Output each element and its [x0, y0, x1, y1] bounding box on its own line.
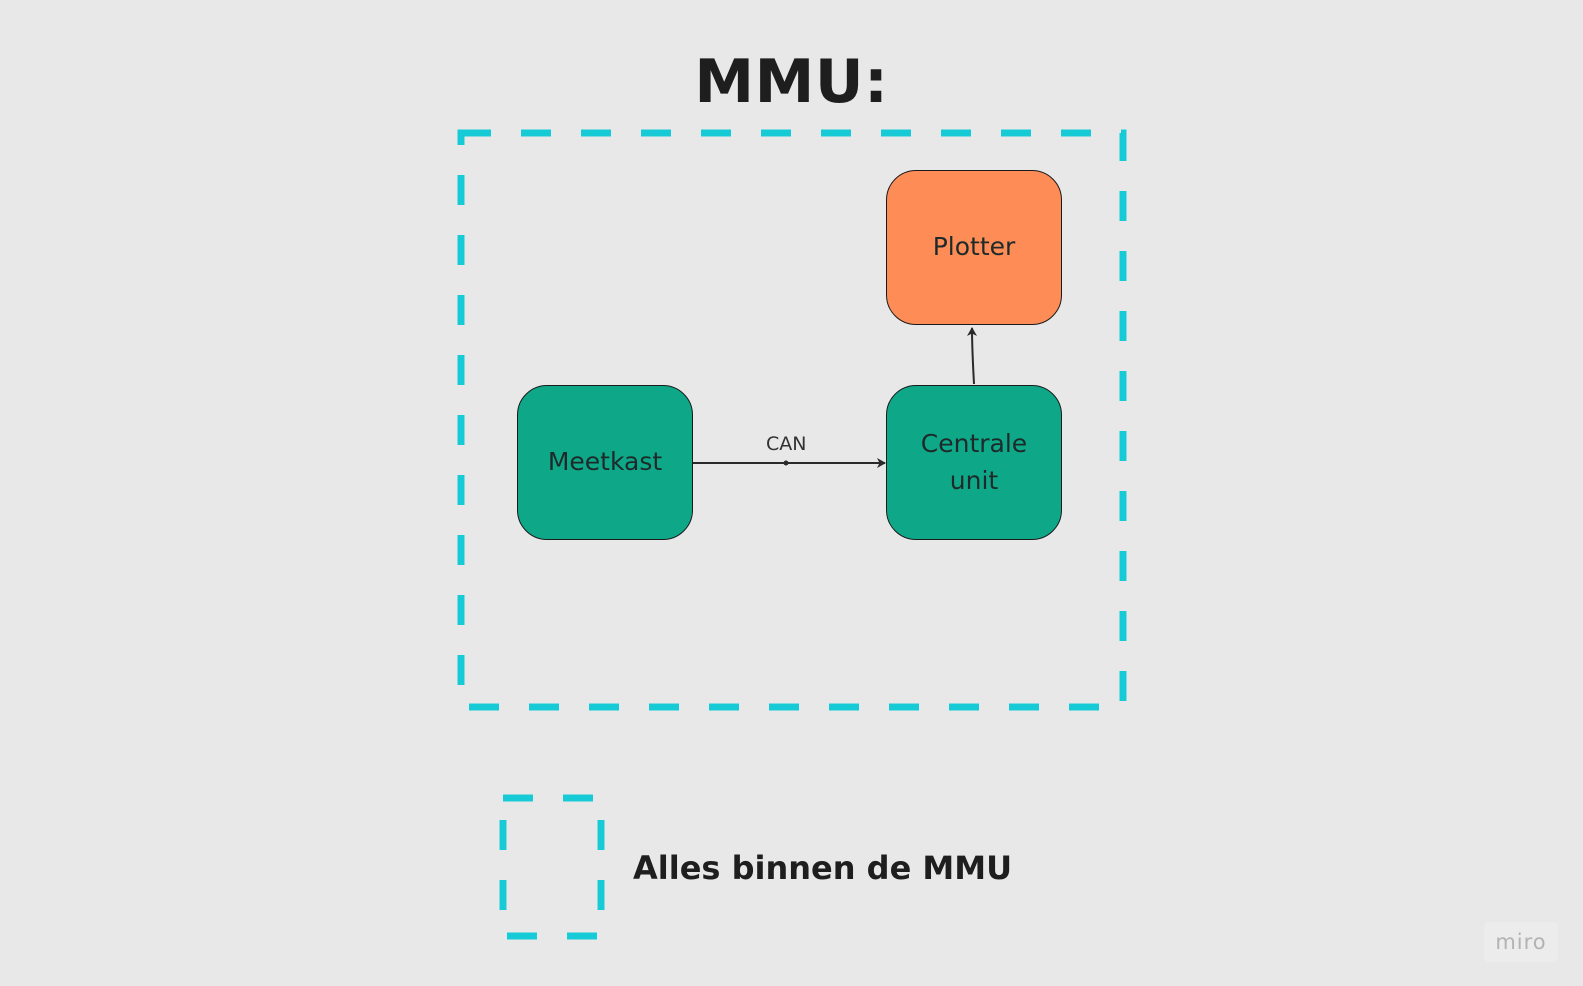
node-centrale-unit[interactable]: Centrale unit — [886, 385, 1062, 540]
edge-can-midpoint — [783, 460, 789, 466]
node-meetkast-label: Meetkast — [547, 447, 663, 477]
node-meetkast[interactable]: Meetkast — [517, 385, 693, 540]
diagram-title: MMU: — [694, 47, 889, 117]
miro-watermark: miro — [1484, 922, 1558, 962]
legend-swatch — [499, 794, 605, 940]
legend-label: Alles binnen de MMU — [633, 849, 1013, 887]
edge-centrale-plotter[interactable] — [967, 327, 978, 385]
node-plotter[interactable]: Plotter — [886, 170, 1062, 325]
edge-can-label: CAN — [766, 433, 807, 455]
node-plotter-label: Plotter — [932, 232, 1016, 262]
mmu-boundary[interactable] — [457, 129, 1127, 711]
node-centrale-unit-label: Centrale unit — [920, 429, 1028, 495]
